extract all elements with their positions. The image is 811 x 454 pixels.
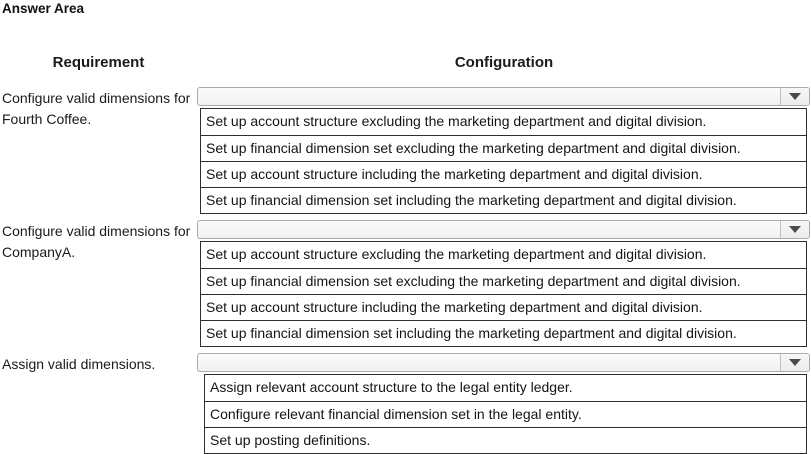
requirement-label-fourth-coffee: Configure valid dimensions for Fourth Co… [2, 90, 191, 127]
column-header-configuration: Configuration [454, 54, 554, 71]
options-list-fourth-coffee: Set up account structure excluding the m… [200, 108, 807, 214]
chevron-down-icon [789, 226, 801, 233]
dropdown-fourth-coffee[interactable] [197, 87, 810, 106]
dropdown-arrow-button[interactable] [780, 88, 809, 105]
option-item[interactable]: Set up account structure excluding the m… [201, 109, 806, 135]
option-item[interactable]: Assign relevant account structure to the… [205, 375, 806, 401]
column-header-requirement: Requirement [52, 54, 145, 71]
requirement-label-companya: Configure valid dimensions for CompanyA. [2, 223, 191, 260]
group-assign-dimensions: Assign valid dimensions. Assign relevant… [0, 353, 811, 454]
dropdown-arrow-button[interactable] [780, 221, 809, 238]
dropdown-companya[interactable] [197, 220, 810, 239]
table-header-row: Requirement Configuration [0, 54, 811, 71]
options-list-companya: Set up account structure excluding the m… [200, 241, 807, 347]
option-item[interactable]: Set up posting definitions. [205, 427, 806, 453]
dropdown-assign-dimensions[interactable] [197, 353, 810, 372]
options-list-assign-dimensions: Assign relevant account structure to the… [204, 374, 807, 454]
configuration-cell: Assign relevant account structure to the… [197, 353, 811, 454]
configuration-cell: Set up account structure excluding the m… [197, 87, 811, 214]
configuration-cell: Set up account structure excluding the m… [197, 220, 811, 347]
answer-groups: Configure valid dimensions for Fourth Co… [0, 87, 811, 454]
option-item[interactable]: Set up account structure including the m… [201, 161, 806, 187]
option-item[interactable]: Set up financial dimension set excluding… [201, 268, 806, 294]
dropdown-arrow-button[interactable] [780, 354, 809, 371]
option-item[interactable]: Set up account structure including the m… [201, 294, 806, 320]
option-item[interactable]: Set up financial dimension set excluding… [201, 135, 806, 161]
option-item[interactable]: Configure relevant financial dimension s… [205, 401, 806, 427]
chevron-down-icon [789, 359, 801, 366]
chevron-down-icon [789, 93, 801, 100]
option-item[interactable]: Set up account structure excluding the m… [201, 242, 806, 268]
option-item[interactable]: Set up financial dimension set including… [201, 187, 806, 213]
requirement-label-assign-dimensions: Assign valid dimensions. [2, 356, 156, 372]
answer-area-title: Answer Area [2, 1, 85, 16]
group-fourth-coffee: Configure valid dimensions for Fourth Co… [0, 87, 811, 214]
group-companya: Configure valid dimensions for CompanyA.… [0, 220, 811, 347]
option-item[interactable]: Set up financial dimension set including… [201, 320, 806, 346]
